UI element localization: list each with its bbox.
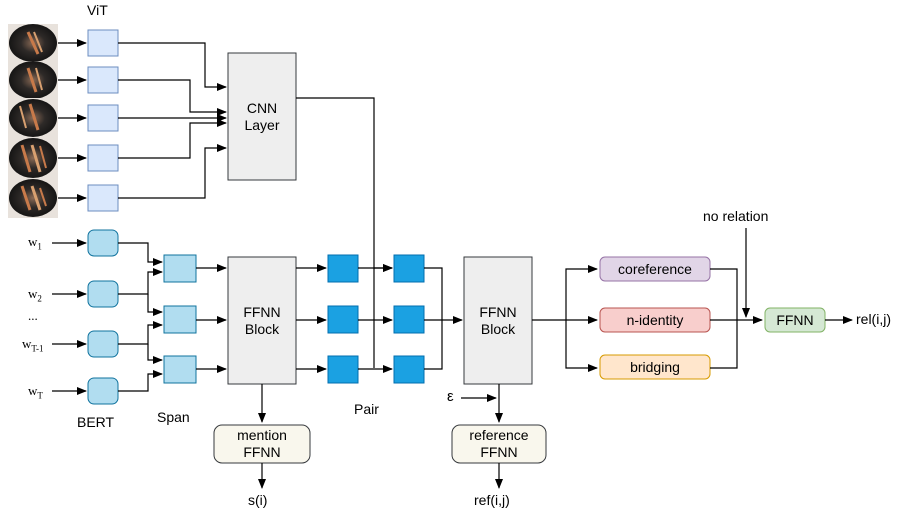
token-w2: w2	[28, 286, 42, 304]
bridging-box	[599, 354, 711, 380]
token-w1: w1	[28, 234, 42, 252]
vit-box	[87, 104, 119, 132]
vit-box	[87, 66, 119, 94]
pair-label: Pair	[354, 401, 379, 417]
pair-box	[393, 254, 425, 283]
bert-boxes	[87, 229, 119, 405]
span-boxes	[163, 254, 197, 384]
pair-box	[327, 305, 359, 334]
vit-label: ViT	[87, 2, 108, 18]
epsilon-label: ε	[447, 388, 454, 405]
ffnn-block-2-box	[463, 256, 533, 385]
pair-box	[327, 254, 359, 283]
n-identity-text: n-identity	[626, 311, 684, 328]
span-label: Span	[157, 409, 190, 425]
pair-col-2	[393, 254, 425, 384]
bert-box	[87, 330, 119, 358]
ref-ij-output: ref(i,j)	[474, 492, 510, 508]
bert-box	[87, 229, 119, 257]
coreference-text: coreference	[618, 260, 692, 277]
token-to-bert-arrows	[52, 239, 87, 395]
vit-boxes	[87, 29, 119, 212]
bridging-text: bridging	[630, 358, 680, 375]
bert-label: BERT	[77, 414, 115, 430]
cnn-layer-box	[227, 52, 297, 181]
pair-box	[393, 355, 425, 384]
pair-to-ffnn2-arrows	[424, 267, 463, 370]
image-to-vit-arrows	[58, 39, 87, 202]
pair-box	[327, 355, 359, 384]
span-box	[163, 355, 197, 384]
span-to-ffnn-arrows	[196, 264, 227, 373]
frame-thumbnail	[8, 24, 58, 62]
pair-box	[393, 305, 425, 334]
span-box	[163, 254, 197, 283]
pair-col-arrows	[358, 264, 393, 373]
token-ellipsis: ...	[28, 308, 38, 323]
vit-to-cnn-arrows	[118, 42, 227, 199]
vit-box	[87, 184, 119, 212]
ffnn-to-pair-arrows	[296, 264, 327, 373]
bert-box	[87, 280, 119, 308]
s-i-output: s(i)	[248, 492, 268, 508]
no-relation-label: no relation	[703, 208, 769, 224]
token-wT-1: wT-1	[22, 336, 44, 354]
rel-ij-output: rel(i,j)	[856, 311, 891, 327]
frame-thumbnail	[8, 178, 58, 218]
reference-input-arrows	[461, 384, 503, 423]
ffnn2-to-relations-arrows	[532, 265, 598, 372]
bert-box	[87, 377, 119, 405]
frame-thumbnail	[8, 98, 58, 138]
relations-to-final-arrows	[710, 228, 763, 369]
vit-box	[87, 144, 119, 172]
vit-box	[87, 29, 119, 57]
final-ffnn-text: FFNN	[776, 311, 814, 328]
pair-col-1	[327, 254, 359, 384]
frame-thumbnail	[8, 137, 58, 179]
bert-to-span-arrows	[118, 242, 163, 392]
ffnn-block-1-box	[227, 256, 297, 385]
token-wT: wT	[28, 383, 43, 401]
frame-thumbnail	[8, 61, 58, 99]
video-frames	[8, 24, 58, 218]
span-box	[163, 305, 197, 334]
